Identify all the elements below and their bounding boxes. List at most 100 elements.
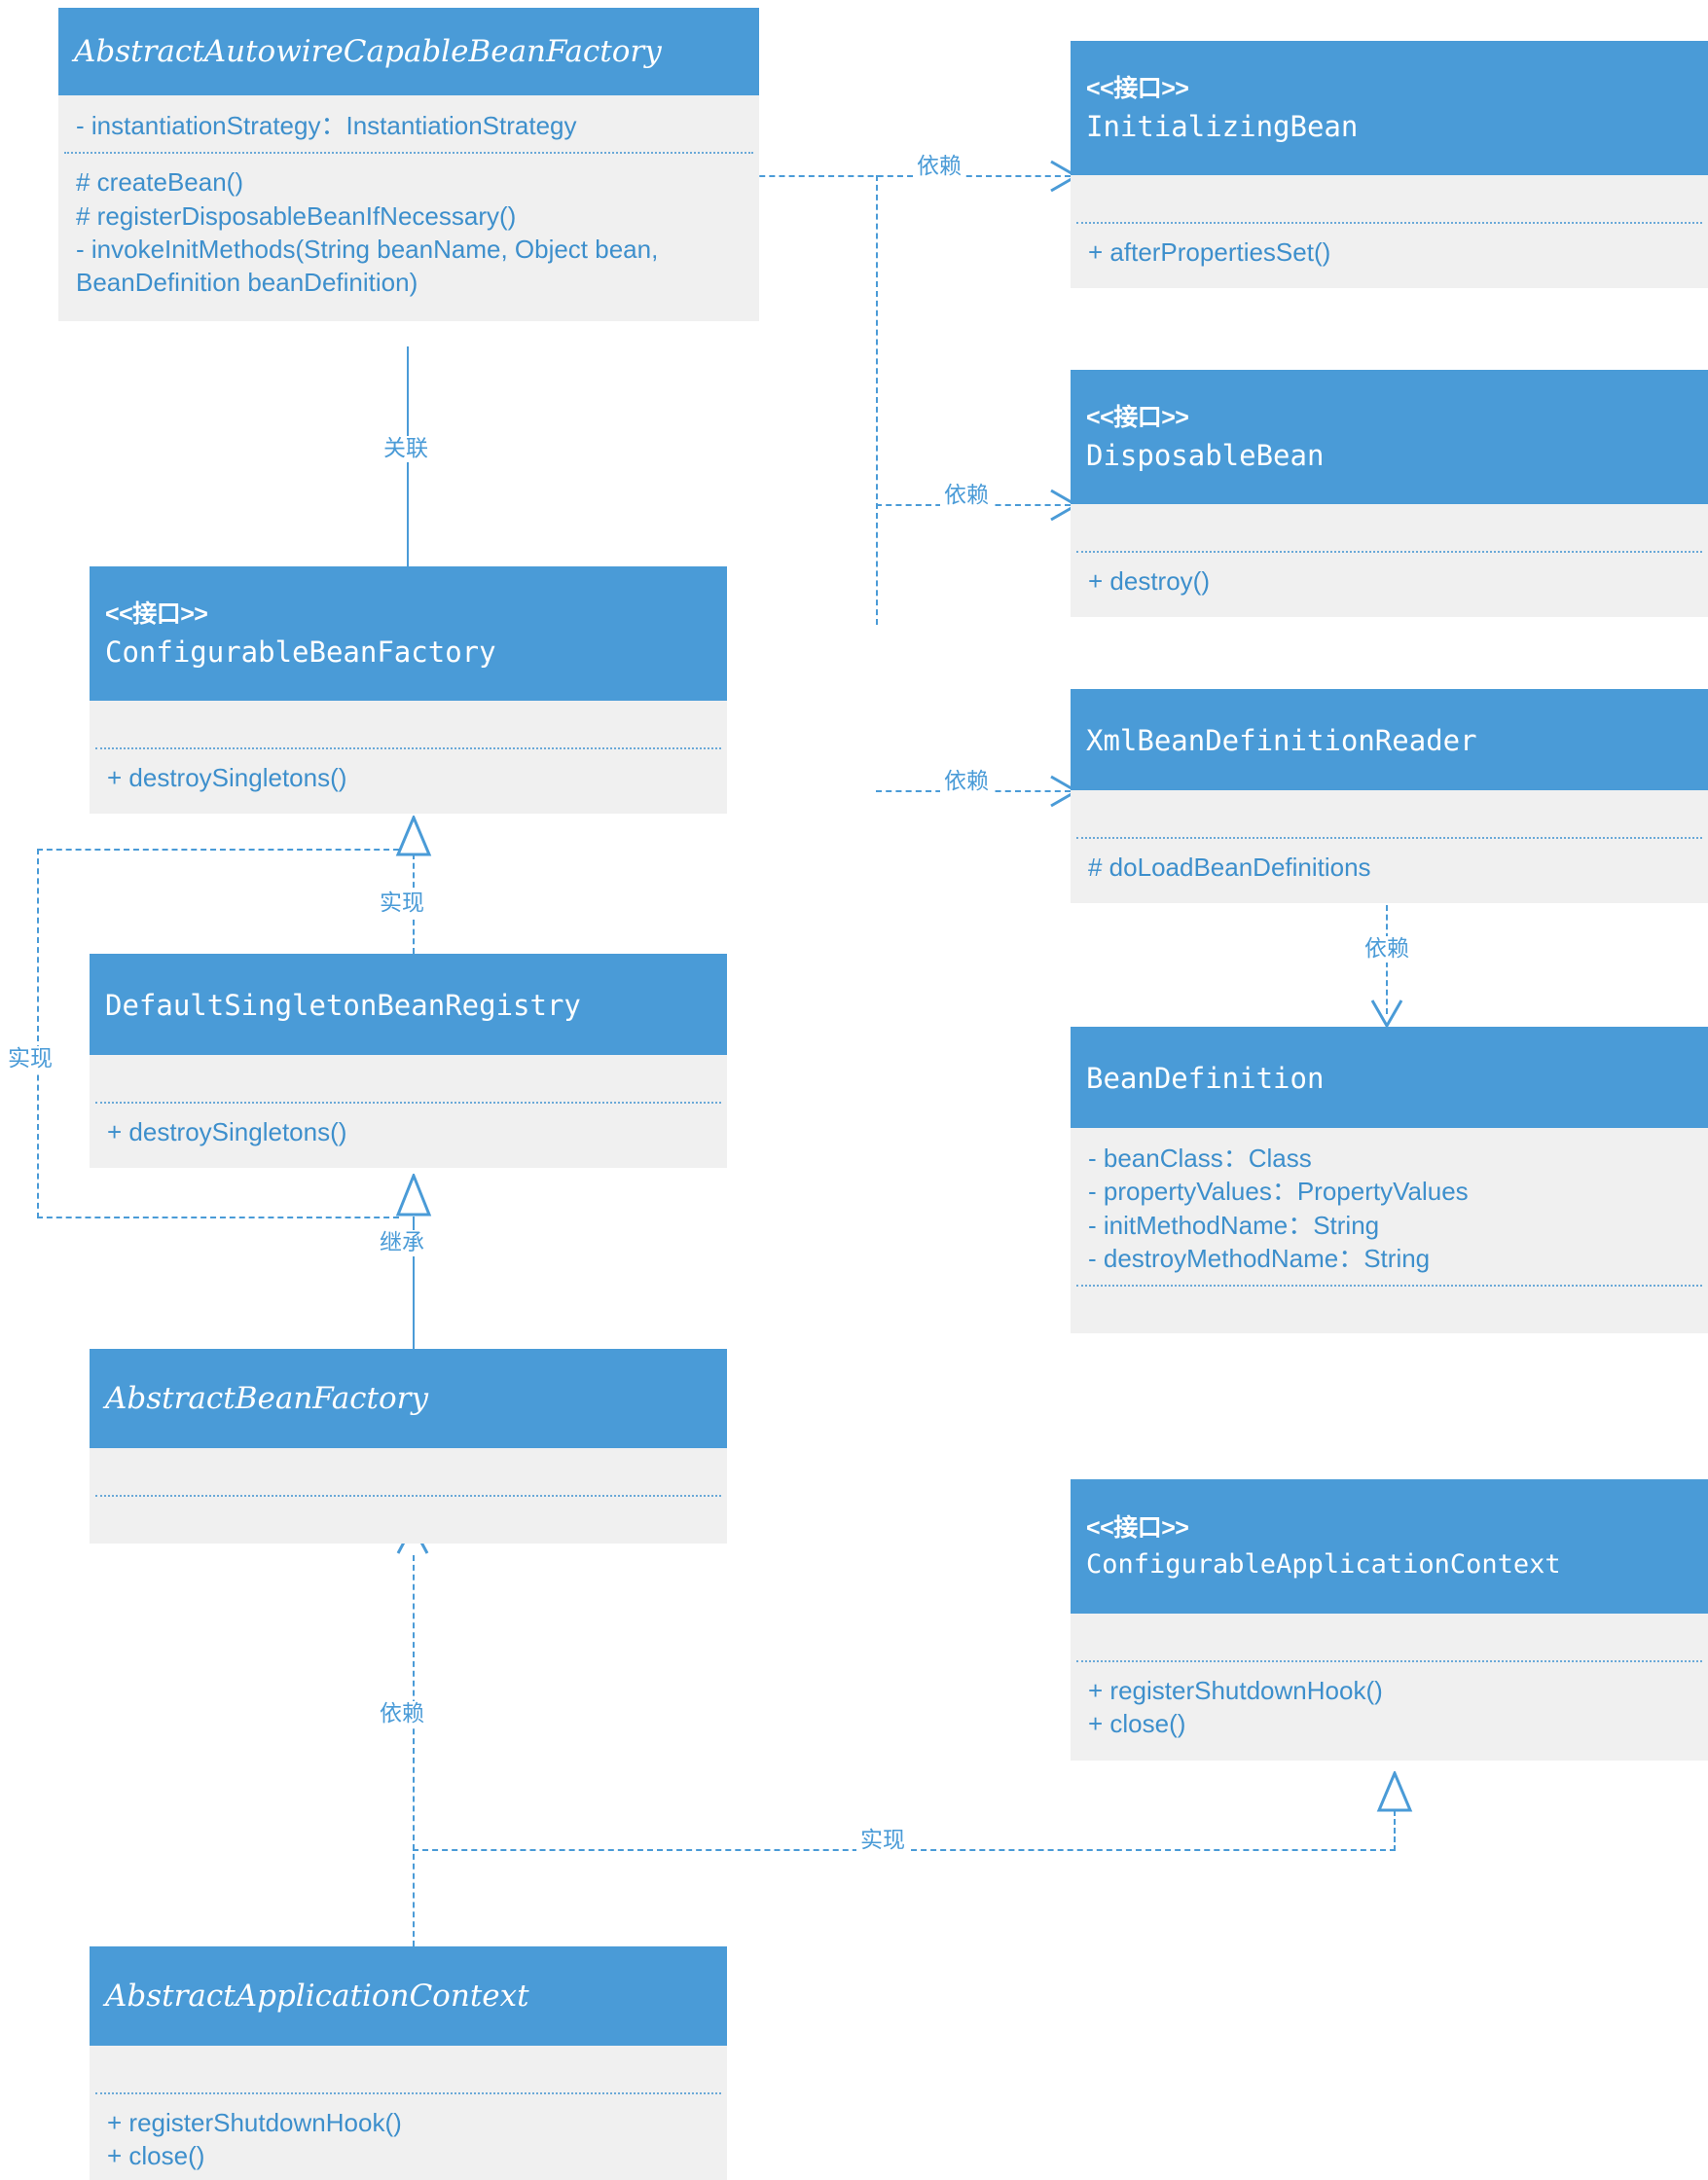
compartment-separator [1076, 551, 1702, 553]
class-body: # doLoadBeanDefinitions [1071, 790, 1708, 904]
dependency-arrowhead-beandefinition [1370, 999, 1403, 1030]
operation-row: # registerDisposableBeanIfNecessary() [76, 200, 517, 231]
compartment-separator [64, 152, 753, 155]
edge-label-abf-extends-dsbr: 继承 [376, 1230, 428, 1257]
class-header: BeanDefinition [1071, 1027, 1708, 1128]
attributes-compartment [90, 1448, 727, 1495]
class-name: DisposableBean [1086, 439, 1325, 473]
edge-label-aacbf-initializingbean: 依赖 [913, 154, 965, 181]
edge-abf-cbf-left [37, 849, 39, 1218]
class-name: BeanDefinition [1086, 1061, 1325, 1095]
operation-row: + close() [1088, 1709, 1186, 1739]
class-header: AbstractAutowireCapableBeanFactory [58, 8, 759, 95]
operation-row: + afterPropertiesSet() [1088, 237, 1331, 267]
class-name: AbstractAutowireCapableBeanFactory [74, 34, 662, 70]
attribute-row: - initMethodName：String [1088, 1210, 1380, 1240]
attributes-compartment [1071, 790, 1708, 837]
class-configurable-bean-factory[interactable]: <<接口>> ConfigurableBeanFactory + destroy… [90, 566, 727, 815]
attributes-compartment: - instantiationStrategy：InstantiationStr… [58, 95, 759, 152]
class-configurable-application-context[interactable]: <<接口>> ConfigurableApplicationContext + … [1071, 1479, 1708, 1761]
class-header: AbstractBeanFactory [90, 1349, 727, 1448]
attributes-compartment [1071, 1614, 1708, 1660]
operation-row: + destroySingletons() [107, 763, 347, 792]
attribute-row: - destroyMethodName：String [1088, 1243, 1431, 1273]
compartment-separator [95, 747, 721, 749]
class-header: <<接口>> InitializingBean [1071, 41, 1708, 175]
class-header: AbstractApplicationContext [90, 1946, 727, 2046]
edge-abf-cbf-bottom [37, 1217, 399, 1218]
operations-compartment [90, 1497, 727, 1544]
attributes-compartment [90, 2046, 727, 2092]
attributes-compartment [1071, 504, 1708, 551]
class-initializing-bean[interactable]: <<接口>> InitializingBean + afterPropertie… [1071, 41, 1708, 289]
class-abstract-autowire-capable-bean-factory[interactable]: AbstractAutowireCapableBeanFactory - ins… [58, 8, 759, 321]
class-body: + destroySingletons() [90, 1055, 727, 1169]
edge-aac-cac-vertical [1394, 1810, 1396, 1851]
class-body: + registerShutdownHook() + close() [90, 2046, 727, 2180]
class-xml-bean-definition-reader[interactable]: XmlBeanDefinitionReader # doLoadBeanDefi… [1071, 689, 1708, 904]
compartment-separator [95, 2092, 721, 2094]
class-disposable-bean[interactable]: <<接口>> DisposableBean + destroy() [1071, 370, 1708, 618]
stereotype-label: <<接口>> [105, 600, 208, 628]
stereotype-label: <<接口>> [1086, 1514, 1189, 1543]
class-name: DefaultSingletonBeanRegistry [105, 988, 581, 1022]
stereotype-label: <<接口>> [1086, 403, 1189, 431]
operations-compartment: # doLoadBeanDefinitions [1071, 839, 1708, 903]
edge-aacbf-initializingbean [740, 175, 1071, 177]
operation-row: + close() [107, 2141, 205, 2171]
class-name: AbstractBeanFactory [105, 1381, 428, 1417]
inheritance-triangle-dsbr [395, 1174, 432, 1217]
compartment-separator [1076, 1285, 1702, 1288]
class-header: DefaultSingletonBeanRegistry [90, 954, 727, 1055]
edge-aac-abf-vertical [413, 1555, 415, 1946]
operation-row: # doLoadBeanDefinitions [1088, 853, 1371, 882]
class-default-singleton-bean-registry[interactable]: DefaultSingletonBeanRegistry + destroySi… [90, 954, 727, 1169]
class-body: + registerShutdownHook() + close() [1071, 1614, 1708, 1761]
attributes-compartment [1071, 175, 1708, 222]
edge-label-aacbf-configurablebeanfactory: 关联 [380, 436, 432, 463]
compartment-separator [1076, 837, 1702, 839]
class-name: ConfigurableBeanFactory [105, 636, 496, 670]
edge-label-dsbr-realizes-cbf: 实现 [376, 890, 428, 918]
operations-compartment: + afterPropertiesSet() [1071, 224, 1708, 288]
class-abstract-bean-factory[interactable]: AbstractBeanFactory [90, 1349, 727, 1544]
edge-label-aac-realizes-cac: 实现 [856, 1828, 909, 1855]
class-abstract-application-context[interactable]: AbstractApplicationContext + registerShu… [90, 1946, 727, 2180]
compartment-separator [95, 1495, 721, 1497]
class-header: <<接口>> ConfigurableBeanFactory [90, 566, 727, 701]
class-body: + destroy() [1071, 504, 1708, 618]
class-body: - instantiationStrategy：InstantiationStr… [58, 95, 759, 321]
class-name: XmlBeanDefinitionReader [1086, 723, 1477, 757]
class-body: + destroySingletons() [90, 701, 727, 815]
edge-spine-vertical [876, 175, 878, 625]
realization-triangle-cbf-top [395, 816, 432, 856]
operation-row: + destroy() [1088, 566, 1210, 596]
operation-row: + registerShutdownHook() [1088, 1676, 1383, 1705]
operation-row: + destroySingletons() [107, 1117, 347, 1146]
operation-row: # createBean() [76, 167, 243, 198]
operations-compartment: + registerShutdownHook() + close() [90, 2094, 727, 2180]
edge-label-aac-depends-abf: 依赖 [376, 1701, 428, 1728]
class-name: ConfigurableApplicationContext [1086, 1549, 1561, 1580]
attribute-row: - propertyValues：PropertyValues [1088, 1177, 1469, 1207]
class-body: + afterPropertiesSet() [1071, 175, 1708, 289]
edge-abf-cbf-top [37, 849, 399, 851]
operation-row: + registerShutdownHook() [107, 2108, 402, 2137]
attributes-compartment [90, 701, 727, 747]
class-bean-definition[interactable]: BeanDefinition - beanClass：Class - prope… [1071, 1027, 1708, 1334]
edge-label-abf-realizes-cbf: 实现 [4, 1046, 56, 1073]
edge-abf-dsbr-vertical [413, 1217, 415, 1349]
class-name: AbstractApplicationContext [105, 1979, 529, 2015]
edge-label-xmlreader-beandefinition: 依赖 [1361, 936, 1413, 963]
edge-label-aacbf-disposablebean: 依赖 [940, 483, 993, 510]
class-body [90, 1448, 727, 1544]
attributes-compartment [90, 1055, 727, 1102]
edge-label-aacbf-xmlreader: 依赖 [940, 769, 993, 796]
attributes-compartment: - beanClass：Class - propertyValues：Prope… [1071, 1128, 1708, 1285]
compartment-separator [95, 1102, 721, 1104]
realization-triangle-cac [1376, 1771, 1413, 1812]
compartment-separator [1076, 1660, 1702, 1662]
operations-compartment: + destroySingletons() [90, 749, 727, 814]
operations-compartment: # createBean() # registerDisposableBeanI… [58, 154, 759, 320]
